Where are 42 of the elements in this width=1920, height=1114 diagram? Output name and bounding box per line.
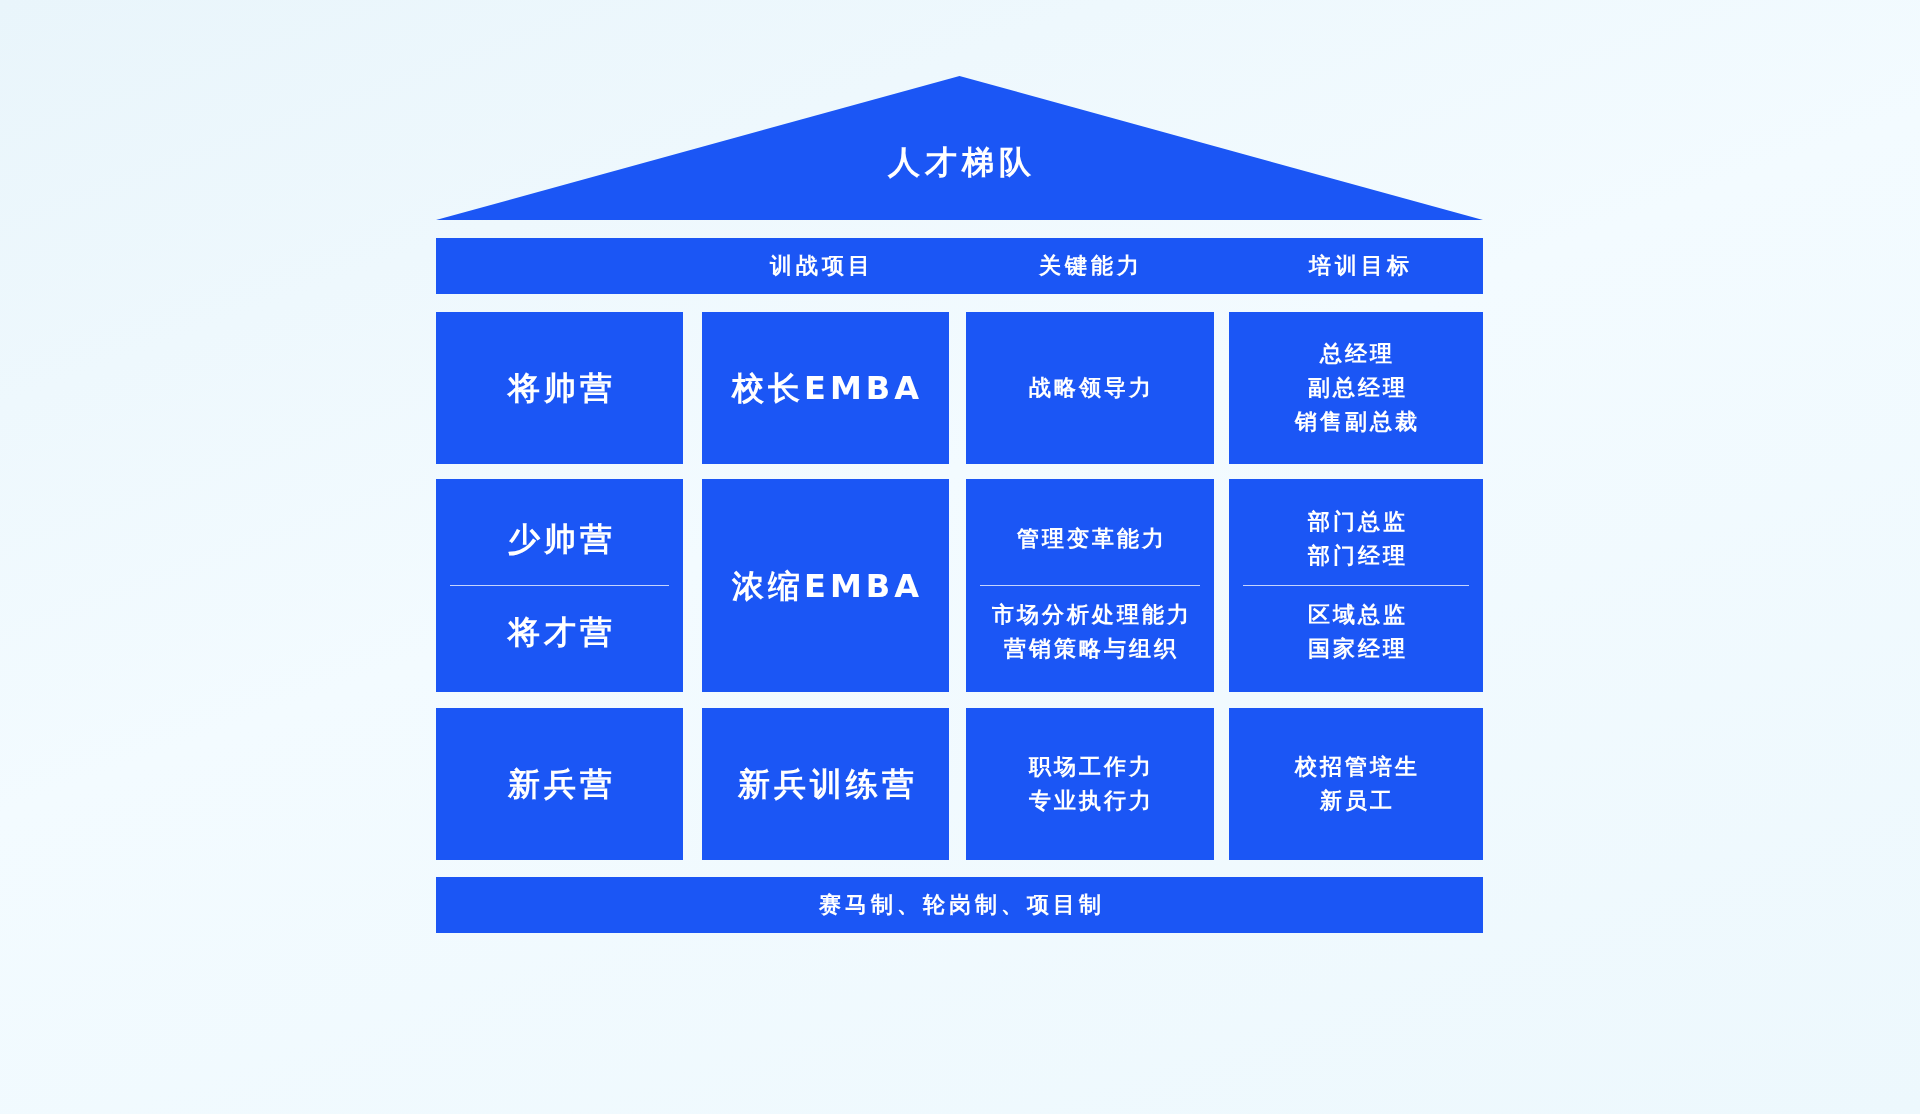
tile-text: 副总经理 bbox=[1306, 374, 1408, 402]
grid-tile bbox=[436, 312, 683, 464]
tile-text: 部门总监 bbox=[1306, 508, 1408, 536]
tile-text: 国家经理 bbox=[1306, 635, 1408, 663]
grid-tile bbox=[1229, 312, 1483, 464]
tile-text: 新兵训练营 bbox=[736, 764, 918, 804]
grid-tile bbox=[1229, 708, 1483, 860]
tile-text: 市场分析处理能力 bbox=[990, 601, 1192, 629]
grid-tile bbox=[966, 479, 1214, 692]
grid-tile bbox=[702, 312, 949, 464]
tile-text: 将帅营 bbox=[506, 368, 616, 408]
base-text: 赛马制、轮岗制、项目制 bbox=[817, 891, 1105, 919]
tile-text: 校招管培生 bbox=[1293, 753, 1420, 781]
tile-text: 部门经理 bbox=[1306, 542, 1408, 570]
column-heading: 训战项目 bbox=[768, 252, 874, 280]
tile-text: 新员工 bbox=[1319, 787, 1395, 815]
grid-tile bbox=[702, 708, 949, 860]
tile-text: 专业执行力 bbox=[1028, 787, 1154, 815]
grid-tile bbox=[436, 708, 683, 860]
grid-tile bbox=[966, 708, 1214, 860]
base-bar bbox=[436, 877, 1483, 933]
tile-text: 校长EMBA bbox=[730, 368, 923, 408]
grid-tile bbox=[702, 479, 949, 692]
tile-text: 销售副总裁 bbox=[1293, 408, 1420, 436]
grid-tile bbox=[1229, 479, 1483, 692]
column-heading: 关键能力 bbox=[1038, 252, 1143, 280]
tile-text: 职场工作力 bbox=[1027, 753, 1154, 781]
tile-text: 区域总监 bbox=[1306, 601, 1408, 629]
tile-text: 少帅营 bbox=[506, 519, 616, 559]
column-heading: 培训目标 bbox=[1307, 252, 1413, 280]
grid-tile bbox=[436, 479, 683, 692]
header-bar bbox=[436, 238, 1483, 294]
tile-text: 浓缩EMBA bbox=[731, 565, 923, 606]
grid-tile bbox=[966, 312, 1214, 464]
tile-text: 新兵营 bbox=[506, 764, 616, 804]
tile-text: 营销策略与组织 bbox=[1003, 635, 1179, 663]
roof-triangle bbox=[436, 76, 1483, 220]
tile-text: 管理变革能力 bbox=[1015, 525, 1167, 553]
tile-text: 将才营 bbox=[506, 612, 616, 652]
roof-title: 人才梯队 bbox=[886, 142, 1036, 182]
tile-text: 总经理 bbox=[1318, 340, 1395, 368]
tile-text: 战略领导力 bbox=[1028, 374, 1154, 402]
